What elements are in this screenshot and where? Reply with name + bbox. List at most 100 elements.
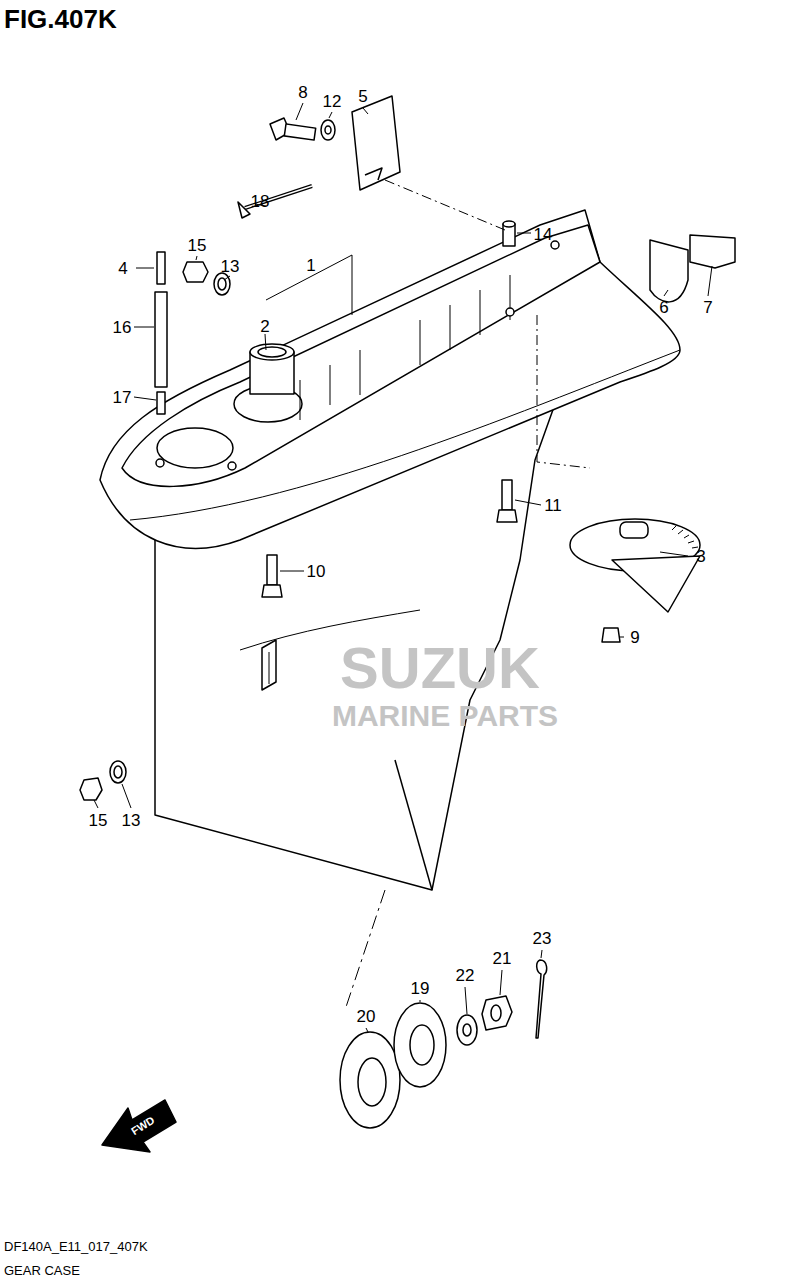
callout-number: 18 bbox=[251, 193, 270, 210]
callout-number: 2 bbox=[260, 318, 269, 335]
drawing-part bbox=[94, 800, 98, 808]
drawing-part bbox=[410, 1025, 434, 1065]
callout-number: 20 bbox=[357, 1008, 376, 1025]
drawing-part bbox=[502, 480, 512, 510]
drawing-part bbox=[358, 1058, 386, 1106]
callout-number: 15 bbox=[89, 812, 108, 829]
callout-number: 14 bbox=[534, 226, 553, 243]
drawing-part bbox=[280, 571, 304, 572]
drawing-part bbox=[155, 292, 167, 387]
drawing-part bbox=[296, 103, 303, 120]
drawing-part bbox=[157, 428, 233, 468]
watermark: MARINE PARTS bbox=[332, 701, 558, 731]
drawing-part bbox=[122, 225, 600, 486]
drawing-part bbox=[214, 273, 230, 295]
callout-number: 10 bbox=[307, 563, 326, 580]
drawing-part bbox=[228, 462, 236, 470]
drawing-part bbox=[102, 1100, 176, 1152]
callout-number: 22 bbox=[456, 967, 475, 984]
callout-number: 13 bbox=[122, 812, 141, 829]
drawing-part bbox=[183, 262, 208, 282]
drawing-part bbox=[262, 640, 276, 690]
drawing-part bbox=[262, 585, 282, 597]
drawing-part bbox=[612, 556, 700, 612]
callout-number: 11 bbox=[544, 497, 562, 514]
callout-number: 13 bbox=[221, 258, 240, 275]
drawing-part bbox=[365, 168, 382, 180]
drawing-part bbox=[602, 628, 620, 642]
drawing-part bbox=[536, 960, 547, 1038]
drawing-part bbox=[134, 397, 156, 400]
drawing-part bbox=[620, 522, 648, 538]
drawing-part bbox=[156, 459, 164, 467]
drawing-part bbox=[363, 108, 368, 114]
callout-number: 12 bbox=[323, 93, 342, 110]
drawing-part bbox=[660, 552, 688, 556]
drawing-part bbox=[352, 96, 400, 190]
drawing-part bbox=[136, 268, 154, 269]
drawing-part bbox=[500, 970, 502, 995]
callout-number: 6 bbox=[659, 299, 668, 316]
callout-number: 19 bbox=[411, 980, 430, 997]
drawing-part bbox=[664, 290, 668, 296]
drawing-part bbox=[157, 392, 165, 414]
callout-number: 17 bbox=[113, 389, 132, 406]
drawing-part bbox=[122, 784, 131, 808]
drawing-part bbox=[80, 778, 102, 800]
callout-number: 9 bbox=[630, 629, 639, 646]
drawing-part bbox=[506, 308, 514, 316]
drawing-part bbox=[250, 344, 294, 360]
drawing-part bbox=[620, 637, 624, 638]
drawing-part bbox=[258, 347, 286, 357]
callout-number: 15 bbox=[188, 237, 207, 254]
drawing-part bbox=[395, 760, 432, 890]
figure-code: DF140A_E11_017_407K bbox=[4, 1240, 148, 1253]
drawing-part bbox=[517, 233, 531, 234]
drawing-part bbox=[482, 996, 512, 1030]
drawing-part bbox=[329, 112, 332, 118]
drawing-part bbox=[224, 276, 230, 280]
drawing-part bbox=[491, 1005, 501, 1021]
drawing-part bbox=[238, 202, 250, 218]
drawing-part bbox=[321, 120, 335, 140]
drawing-part bbox=[420, 1000, 421, 1002]
drawing-part bbox=[94, 103, 712, 1032]
callout-number: 4 bbox=[118, 260, 127, 277]
drawing-part bbox=[269, 652, 270, 684]
callout-number: 5 bbox=[358, 88, 367, 105]
callout-number: 23 bbox=[533, 930, 552, 947]
drawing-part bbox=[196, 256, 197, 260]
drawing-part bbox=[114, 766, 122, 778]
drawing-part bbox=[284, 124, 315, 140]
drawing-part bbox=[340, 1032, 400, 1128]
drawing-part bbox=[541, 950, 542, 958]
figure-caption: GEAR CASE bbox=[4, 1264, 80, 1277]
drawing-part bbox=[457, 1015, 477, 1045]
drawing-part bbox=[300, 275, 510, 420]
drawing-part bbox=[463, 1024, 471, 1036]
watermark: SUZUK bbox=[340, 639, 540, 697]
drawing-part bbox=[394, 1003, 446, 1087]
drawing-part bbox=[265, 334, 266, 350]
drawing-part bbox=[110, 761, 126, 783]
drawing-part bbox=[515, 500, 541, 505]
callout-number: 1 bbox=[306, 257, 315, 274]
drawing-part bbox=[325, 126, 331, 134]
drawing-part bbox=[345, 890, 385, 1010]
callout-number: 8 bbox=[298, 84, 307, 101]
callout-number: 21 bbox=[493, 950, 512, 967]
callout-number: 3 bbox=[696, 548, 705, 565]
drawing-part bbox=[366, 1028, 368, 1032]
drawing-part bbox=[465, 987, 467, 1014]
callout-number: 7 bbox=[703, 299, 712, 316]
drawing-part bbox=[672, 526, 698, 548]
drawing-part bbox=[503, 221, 515, 227]
drawing-part bbox=[690, 235, 735, 268]
drawing-part bbox=[80, 96, 735, 1152]
callout-number: 16 bbox=[113, 319, 132, 336]
drawing-part bbox=[100, 210, 680, 548]
drawing-part bbox=[537, 315, 590, 468]
drawing-part bbox=[157, 252, 165, 284]
drawing-part bbox=[385, 180, 505, 230]
drawing-part bbox=[266, 255, 352, 315]
